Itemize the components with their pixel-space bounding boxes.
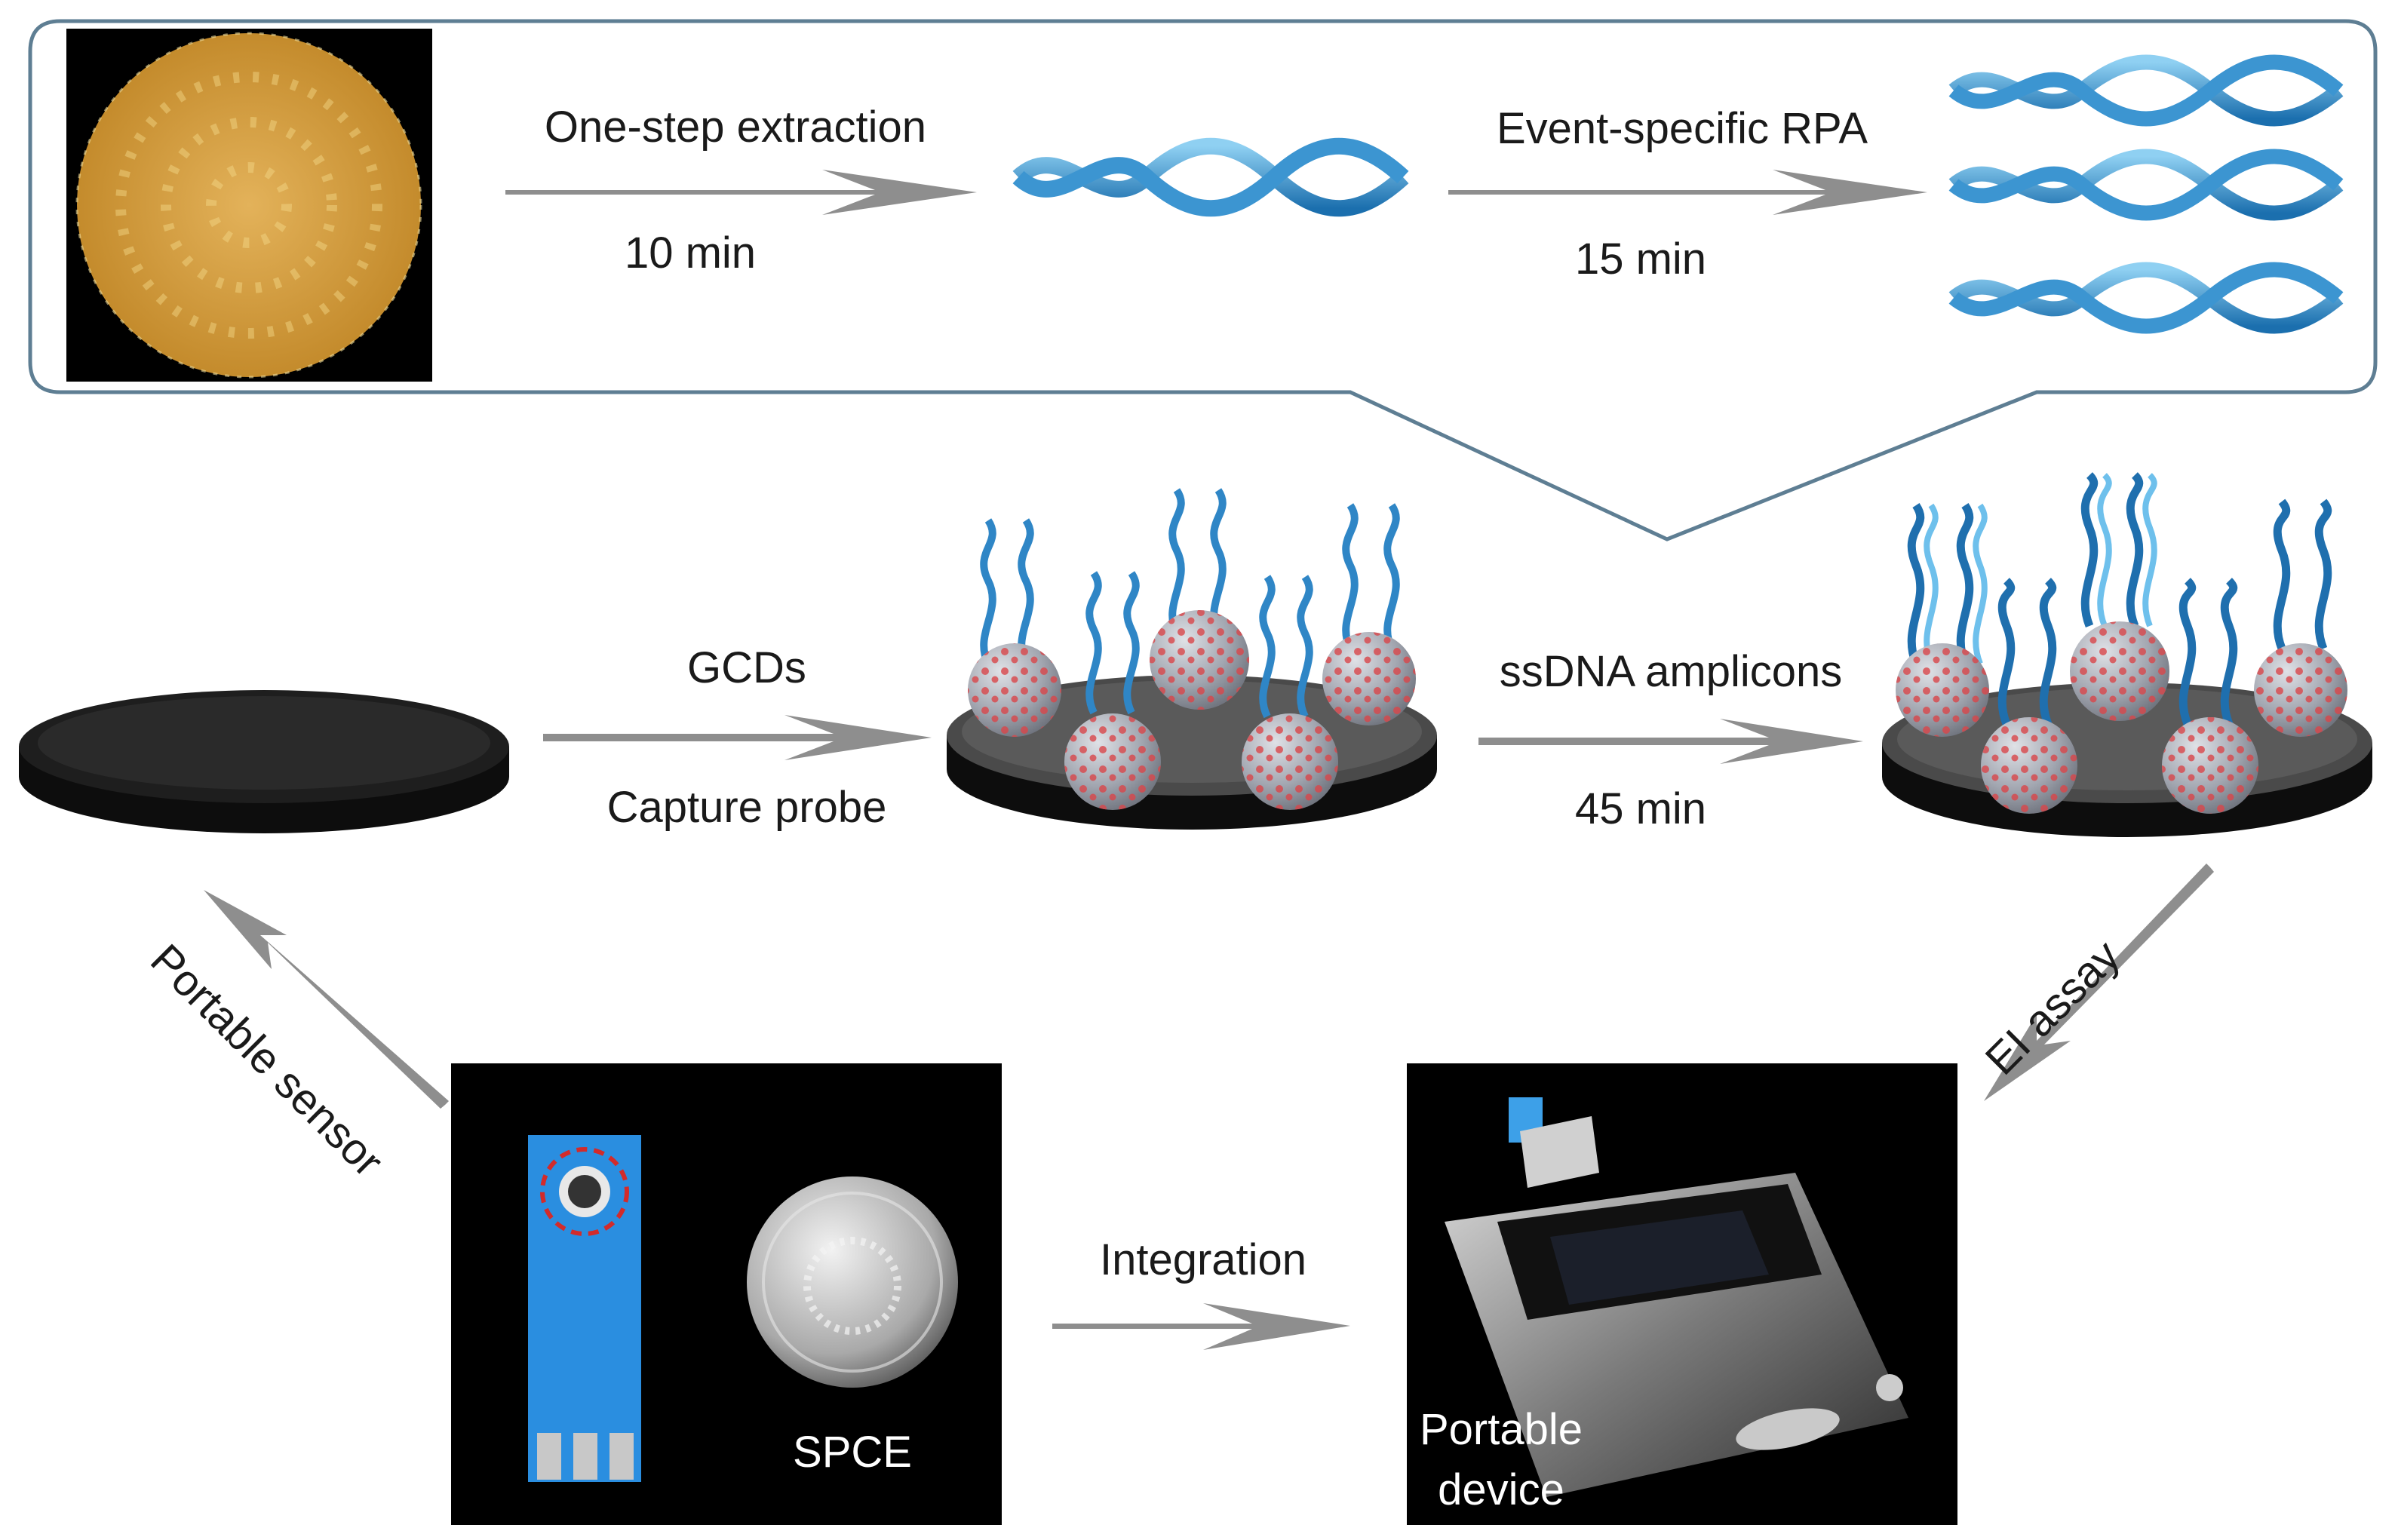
dna-helix-extracted — [1012, 137, 1409, 217]
label-event-specific-rpa: Event-specific RPA — [1497, 104, 1868, 153]
dna-helix-amplified-3 — [1948, 262, 2344, 334]
portable-device-photo — [1407, 1063, 1957, 1525]
label-ssdna-amplicons: ssDNA amplicons — [1500, 647, 1842, 696]
label-one-step-extraction: One-step extraction — [545, 103, 926, 152]
dna-helix-amplified-2 — [1948, 149, 2344, 221]
arrow-extraction — [505, 170, 977, 215]
arrow-gcds — [543, 715, 932, 760]
arrow-amplicons — [1478, 719, 1863, 764]
label-portable: Portable — [1420, 1405, 1583, 1454]
callout-frame — [28, 19, 2378, 541]
hybridized-electrode-disk — [1882, 472, 2372, 837]
label-device: device — [1438, 1465, 1564, 1514]
label-spce: SPCE — [793, 1428, 912, 1477]
label-gcds: GCDs — [687, 643, 806, 692]
label-capture-probe: Capture probe — [607, 783, 887, 832]
arrow-integration — [1052, 1303, 1350, 1350]
dna-helix-amplified-1 — [1948, 54, 2344, 127]
arrow-portable-sensor — [204, 890, 449, 1109]
label-amplicons-time: 45 min — [1575, 784, 1706, 833]
modified-electrode-disk — [947, 488, 1437, 830]
corn-kernels-photo — [66, 29, 432, 382]
spce-photo — [451, 1063, 1002, 1525]
label-extraction-time: 10 min — [625, 229, 756, 278]
label-integration: Integration — [1100, 1235, 1306, 1284]
label-portable-sensor: Portable sensor — [141, 935, 392, 1186]
label-ei-assay: EI assay — [1976, 931, 2129, 1084]
bare-electrode-disk — [19, 690, 509, 833]
arrow-ei-assay — [1984, 864, 2214, 1101]
label-rpa-time: 15 min — [1575, 235, 1706, 284]
arrow-rpa — [1448, 170, 1927, 215]
